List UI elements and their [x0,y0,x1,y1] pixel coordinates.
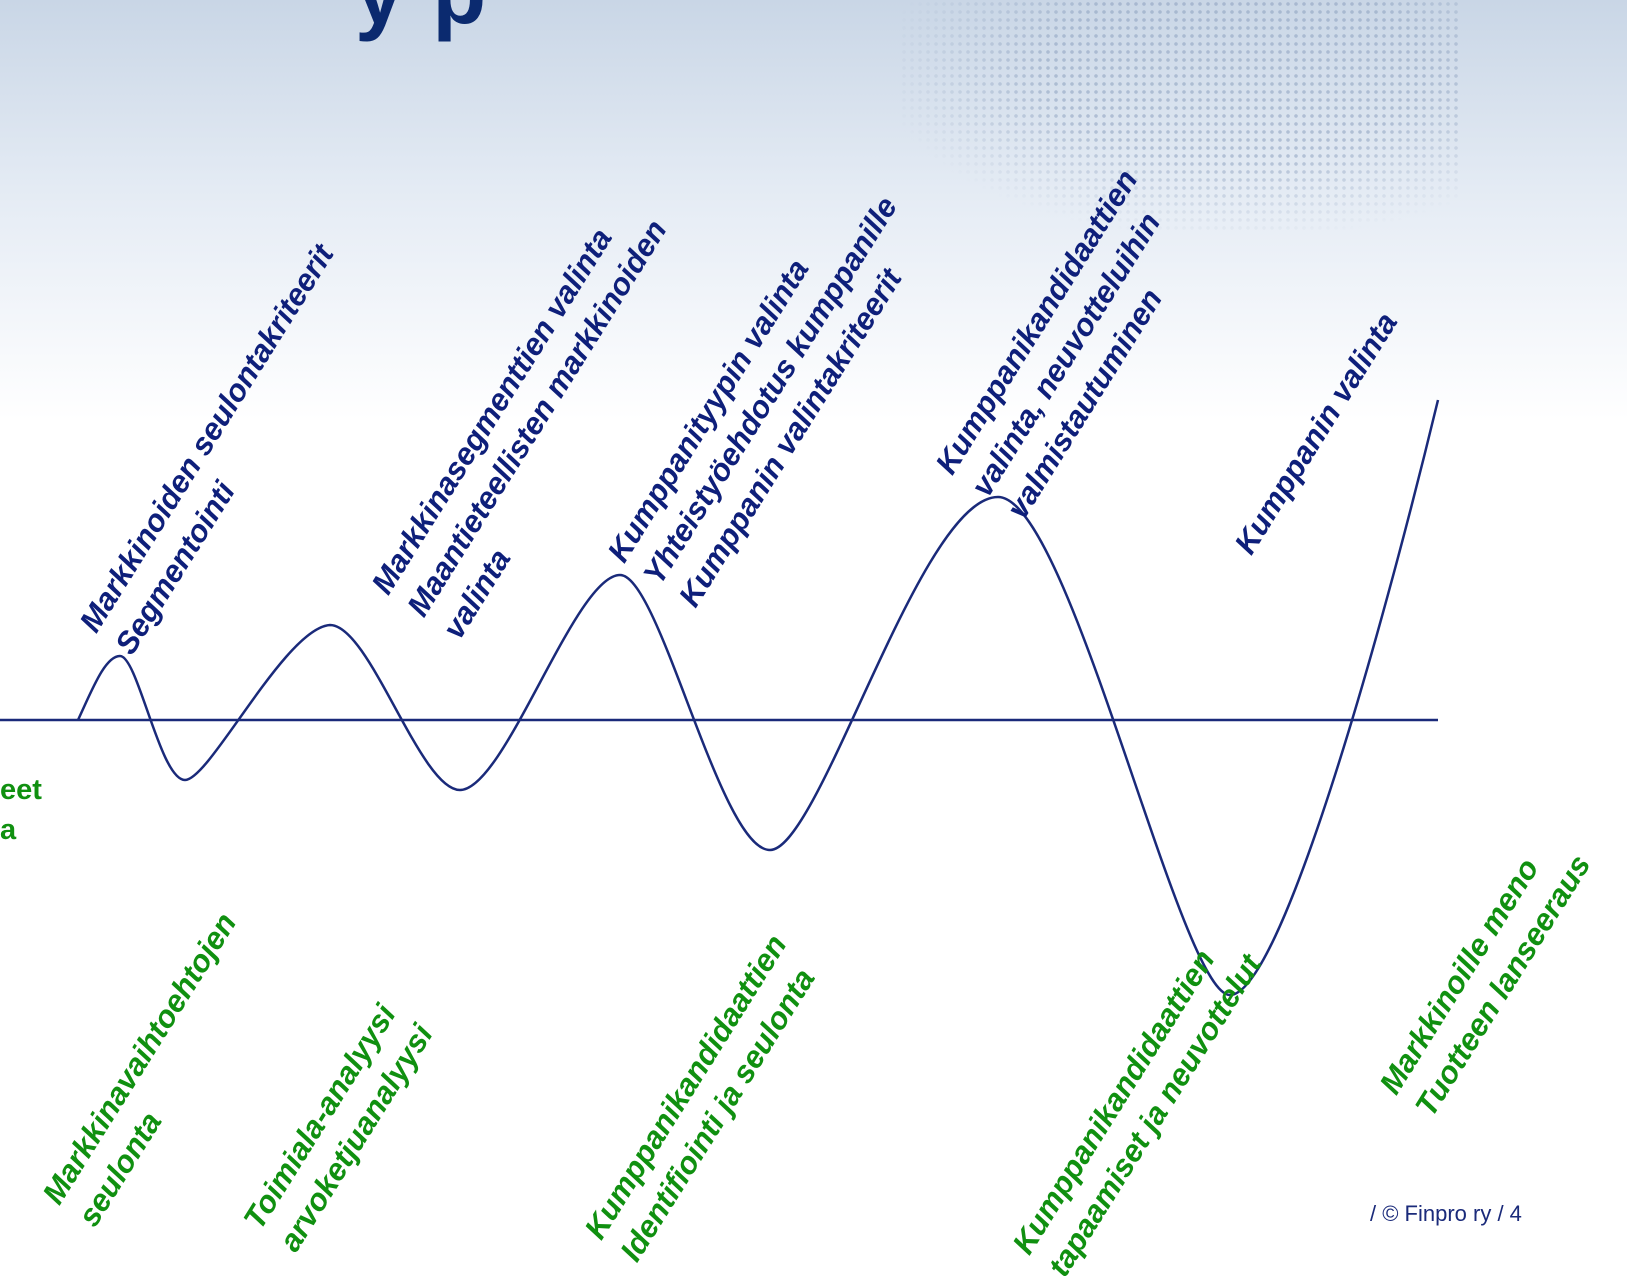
world-map-dots [900,0,1460,230]
label-line: a [0,814,17,846]
process-wave-curve [76,399,1440,997]
label-line: eet [0,774,42,806]
footer-copyright: / © Finpro ry / 4 [1370,1201,1522,1226]
slide-title-fragment: y p [355,0,488,44]
left-partial-label: eet a [0,770,42,850]
